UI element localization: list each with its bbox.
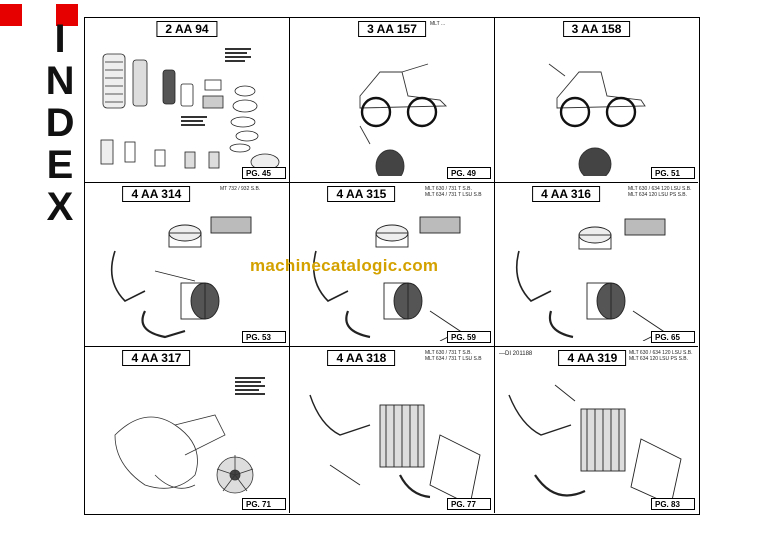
air-filter-illustration [110, 216, 252, 339]
index-grid: 2 AA 94 [84, 17, 700, 515]
section-code: 4 AA 317 [122, 350, 191, 366]
air-filter-illustration [312, 216, 461, 341]
section-code: 3 AA 158 [562, 21, 631, 37]
air-filter-illustration [515, 218, 666, 341]
filters-belts-illustration [100, 48, 280, 171]
index-cell-4aa317[interactable]: 4 AA 317 PG. 71 [85, 347, 290, 513]
index-cell-4aa315[interactable]: 4 AA 315 MLT 630 / 731 T S.B. MLT 634 / … [290, 183, 495, 347]
page-reference: PG. 65 [651, 331, 695, 343]
fan-belt-illustration [114, 377, 265, 494]
index-cell-4aa316[interactable]: 4 AA 316 MLT 630 / 634 120 LSU S.B. MLT … [495, 183, 698, 347]
index-letter: N [45, 59, 75, 103]
index-cell-4aa318[interactable]: 4 AA 318 MLT 630 / 731 T S.B. MLT 634 / … [290, 347, 495, 513]
index-letter: X [46, 185, 74, 229]
section-code: 4 AA 318 [327, 350, 396, 366]
index-cell-2aa94[interactable]: 2 AA 94 [85, 18, 290, 183]
page-reference: PG. 53 [242, 331, 286, 343]
page-reference: PG. 77 [447, 498, 491, 510]
page-reference: PG. 71 [242, 498, 286, 510]
index-cell-4aa319[interactable]: —DI 201188 4 AA 319 MLT 630 / 634 120 LS… [495, 347, 698, 513]
model-note: MLT 630 / 634 120 LSU S.B. MLT 634 120 L… [629, 350, 693, 362]
red-tab-marker [56, 4, 78, 26]
page-reference: PG. 49 [447, 167, 491, 179]
loader-tyre-illustration [548, 63, 646, 176]
section-code: 4 AA 315 [327, 186, 396, 202]
index-vertical-title: I N D E X [45, 17, 75, 229]
index-letter: D [45, 101, 75, 145]
model-note: MLT 630 / 634 120 LSU S.B. MLT 634 120 L… [628, 186, 692, 198]
index-letter: I [54, 17, 66, 61]
drawing-reference: —DI 201188 [499, 351, 533, 357]
section-code: 3 AA 157 [358, 21, 426, 37]
section-code: 4 AA 316 [532, 186, 600, 202]
model-note: MLT 630 / 731 T S.B. MLT 634 / 731 T LSU… [425, 350, 482, 362]
page-reference: PG. 45 [242, 167, 286, 179]
red-tab-marker [0, 4, 22, 26]
index-cell-3aa158[interactable]: 3 AA 158 PG. 51 [495, 18, 698, 183]
model-note: MT 732 / 932 S.B. [220, 186, 261, 192]
model-note: MLT 630 / 731 T S.B. MLT 634 / 731 T LSU… [425, 186, 482, 198]
index-letter: E [46, 143, 74, 187]
page-reference: PG. 83 [651, 498, 695, 510]
index-cell-3aa157[interactable]: 3 AA 157 MLT ... PG. 49 [290, 18, 495, 183]
page-reference: PG. 59 [447, 331, 491, 343]
section-code: 4 AA 319 [558, 350, 627, 366]
watermark-text: machinecatalogic.com [250, 256, 439, 275]
loader-tyre-illustration [359, 63, 448, 176]
page-reference: PG. 51 [651, 167, 695, 179]
index-cell-4aa314[interactable]: 4 AA 314 MT 732 / 932 S.B. PG. 53 [85, 183, 290, 347]
section-code: 4 AA 314 [122, 186, 191, 202]
radiator-illustration [508, 384, 682, 505]
model-note: MLT ... [430, 21, 446, 27]
section-code: 2 AA 94 [156, 21, 218, 37]
radiator-illustration [309, 394, 481, 505]
